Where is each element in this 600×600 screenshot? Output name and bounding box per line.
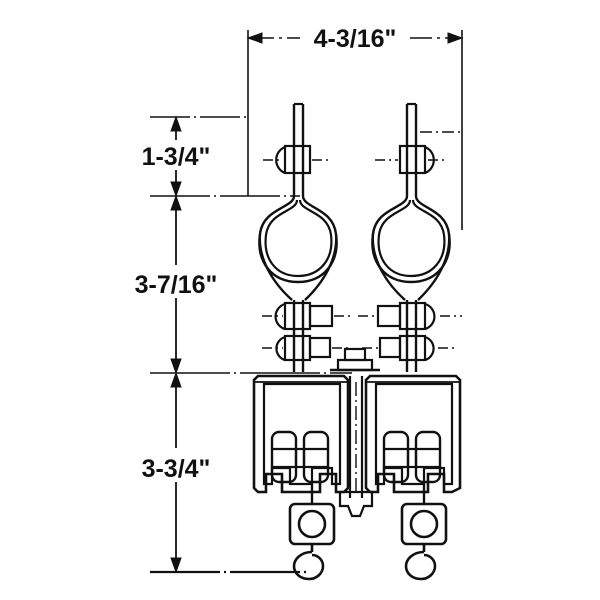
hook-eye-right	[404, 544, 437, 581]
hex-nut-lower2-round-face	[424, 335, 435, 362]
dimension-overall-width: 4-3/16"	[246, 25, 464, 230]
channel-center-web	[338, 376, 374, 518]
arrowhead-3-716-bottom	[170, 358, 182, 375]
strap-leg-right-outer	[304, 233, 338, 301]
arrowhead-1-34-top	[170, 115, 182, 132]
arrowhead-3-716-top	[170, 194, 182, 211]
dimension-label-3-34: 3-3/4"	[142, 455, 211, 483]
right-clamp-assembly	[358, 102, 462, 372]
left-clamp-assembly	[258, 102, 352, 372]
right-channel-outer-profile	[364, 374, 462, 494]
hanger-bracket-hole-left	[297, 509, 327, 539]
arrowhead-3-34-bottom	[170, 557, 182, 574]
strap-leg-left-outer	[371, 233, 406, 301]
dimension-label-overall-width: 4-3/16"	[314, 25, 397, 53]
dimension-label-1-34: 1-3/4"	[142, 143, 211, 171]
hex-nut-lower1-washer	[376, 304, 402, 328]
strap-leg-right-outer	[417, 233, 451, 301]
dimension-vertical-chain: 1-3/4" 3-7/16" 3-3/4"	[135, 115, 352, 574]
center-lower-fitting	[338, 490, 374, 518]
hex-nut-lower1-round-face	[424, 302, 436, 331]
ring-clamp-outer-band	[371, 195, 451, 284]
arrowhead-left	[246, 32, 263, 44]
left-channel-outer-profile	[252, 374, 350, 494]
hex-nut-lower1-round-face	[274, 302, 286, 331]
hex-nut-lower2-washer	[308, 336, 332, 359]
roller-axle-center	[294, 447, 306, 469]
hex-nut-upper-body	[283, 144, 312, 175]
arrowhead-1-34-bottom	[170, 181, 182, 198]
ring-clamp-outer-band	[258, 195, 338, 284]
strap-leg-left-outer	[258, 233, 293, 301]
ring-clamp-inner-band	[264, 199, 333, 278]
hook-eye-left	[292, 544, 325, 581]
right-hanger-hook-assembly	[400, 484, 448, 581]
dimension-label-3-716: 3-7/16"	[135, 271, 218, 299]
arrowhead-right	[447, 32, 464, 44]
ring-clamp-inner-band	[377, 199, 446, 278]
center-bolt-assembly	[330, 347, 380, 372]
hex-nut-lower2-washer	[378, 336, 402, 359]
hex-nut-upper-round-face	[275, 145, 286, 175]
left-hanger-hook-assembly	[288, 484, 336, 581]
hanger-bracket-hole-right	[409, 509, 439, 539]
hex-nut-lower1-washer	[308, 304, 334, 328]
arrowhead-3-34-top	[170, 371, 182, 388]
roller-axle-center	[406, 447, 418, 469]
hex-nut-upper-body	[398, 144, 427, 175]
